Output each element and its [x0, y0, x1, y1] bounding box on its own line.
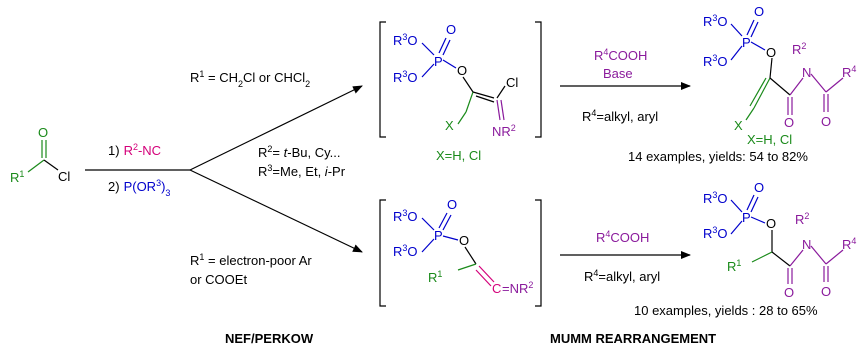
- r3-label: R3O: [393, 243, 418, 259]
- r1-label: R1: [428, 269, 442, 285]
- imide-nitrogen: N: [802, 65, 811, 80]
- r4-label: R4: [842, 64, 856, 80]
- lower-yield-summary: 10 examples, yields : 28 to 65%: [634, 303, 818, 318]
- nef-perkow-label: NEF/PERKOW: [225, 331, 314, 346]
- enol-oxygen: O: [459, 233, 469, 248]
- r3-label: R3O: [393, 69, 418, 85]
- upper-intermediate: R3O R3O P O O Cl NR2 X X=H, Cl: [393, 22, 518, 163]
- r1-label: R1: [727, 258, 741, 274]
- r4-label: R4: [842, 236, 856, 252]
- x-definition: X=H, Cl: [747, 132, 792, 147]
- r4-definition: R4=alkyl, aryl: [582, 108, 658, 124]
- x-label: X: [734, 118, 743, 133]
- lower-product: R3O R3O P O O R1 O N R2 O R4 10 examples…: [634, 180, 856, 318]
- phosphoryl-oxygen: O: [446, 22, 456, 37]
- acyl-oxygen: O: [821, 114, 831, 129]
- r3-label: R3O: [393, 32, 418, 48]
- reagent-step1: 1)R2-NC: [108, 142, 161, 158]
- mumm-rearrangement-label: MUMM REARRANGEMENT: [550, 331, 716, 346]
- lower-intermediate-brackets: [379, 199, 542, 307]
- r2-label: R2: [795, 211, 809, 227]
- carbonyl-oxygen: O: [38, 125, 48, 140]
- phosphorus-label: P: [434, 54, 443, 69]
- r3-label: R3O: [393, 208, 418, 224]
- phosphoryl-oxygen: O: [447, 197, 457, 212]
- amide-oxygen: O: [784, 115, 794, 130]
- acyl-oxygen: O: [821, 284, 831, 299]
- lower-condition-r1-alt: or COOEt: [190, 272, 247, 287]
- base-reagent: Base: [603, 66, 633, 81]
- r1-label: R1: [10, 169, 24, 185]
- phosphoryl-oxygen: O: [754, 180, 764, 195]
- acid-reagent: R4COOH: [594, 47, 647, 63]
- upper-product: R3O R3O P O O O N R2 O R4 X X=H, Cl 14 e…: [628, 4, 856, 164]
- r3-label: R3O: [703, 53, 728, 69]
- phosphorus-label: P: [434, 228, 443, 243]
- phosphorus-label: P: [742, 35, 751, 50]
- imine-label: NR2: [492, 123, 516, 139]
- condition-r2: R2= t-Bu, Cy...: [258, 144, 340, 160]
- ester-oxygen: O: [766, 216, 776, 231]
- starting-acyl-chloride: O R1 Cl: [10, 125, 70, 185]
- acid-reagent: R4COOH: [596, 229, 649, 245]
- r3-label: R3O: [703, 225, 728, 241]
- upper-yield-summary: 14 examples, yields: 54 to 82%: [628, 149, 808, 164]
- upper-mumm-arrow: R4COOH Base R4=alkyl, aryl: [560, 47, 691, 124]
- enol-oxygen: O: [457, 63, 467, 78]
- chloride-label: Cl: [58, 169, 70, 184]
- upper-intermediate-brackets: [379, 21, 542, 138]
- upper-condition-r1: R1 = CH2Cl or CHCl2: [190, 69, 310, 89]
- chloro-label: Cl: [506, 75, 518, 90]
- ketenimine-nitrogen: =NR2: [502, 280, 533, 296]
- imide-nitrogen: N: [802, 237, 811, 252]
- lower-mumm-arrow: R4COOH R4=alkyl, aryl: [560, 229, 691, 284]
- r3-label: R3O: [703, 190, 728, 206]
- phosphorus-label: P: [742, 210, 751, 225]
- reagent-step2: 2)P(OR3)3: [108, 178, 170, 198]
- r3-label: R3O: [703, 13, 728, 29]
- lower-intermediate: R3O R3O P O O R1 C =NR2: [393, 197, 533, 296]
- ketenimine-carbon: C: [492, 281, 501, 296]
- x-label: X: [445, 118, 454, 133]
- enol-oxygen: O: [766, 45, 776, 60]
- r4-definition: R4=alkyl, aryl: [584, 268, 660, 284]
- lower-condition-r1: R1 = electron-poor Ar: [190, 252, 312, 268]
- phosphoryl-oxygen: O: [754, 4, 764, 19]
- r2-label: R2: [792, 41, 806, 57]
- reagent-branch: 1)R2-NC 2)P(OR3)3: [85, 85, 363, 253]
- condition-r3: R3=Me, Et, i-Pr: [258, 163, 346, 179]
- amide-oxygen: O: [784, 285, 794, 300]
- x-definition: X=H, Cl: [436, 148, 481, 163]
